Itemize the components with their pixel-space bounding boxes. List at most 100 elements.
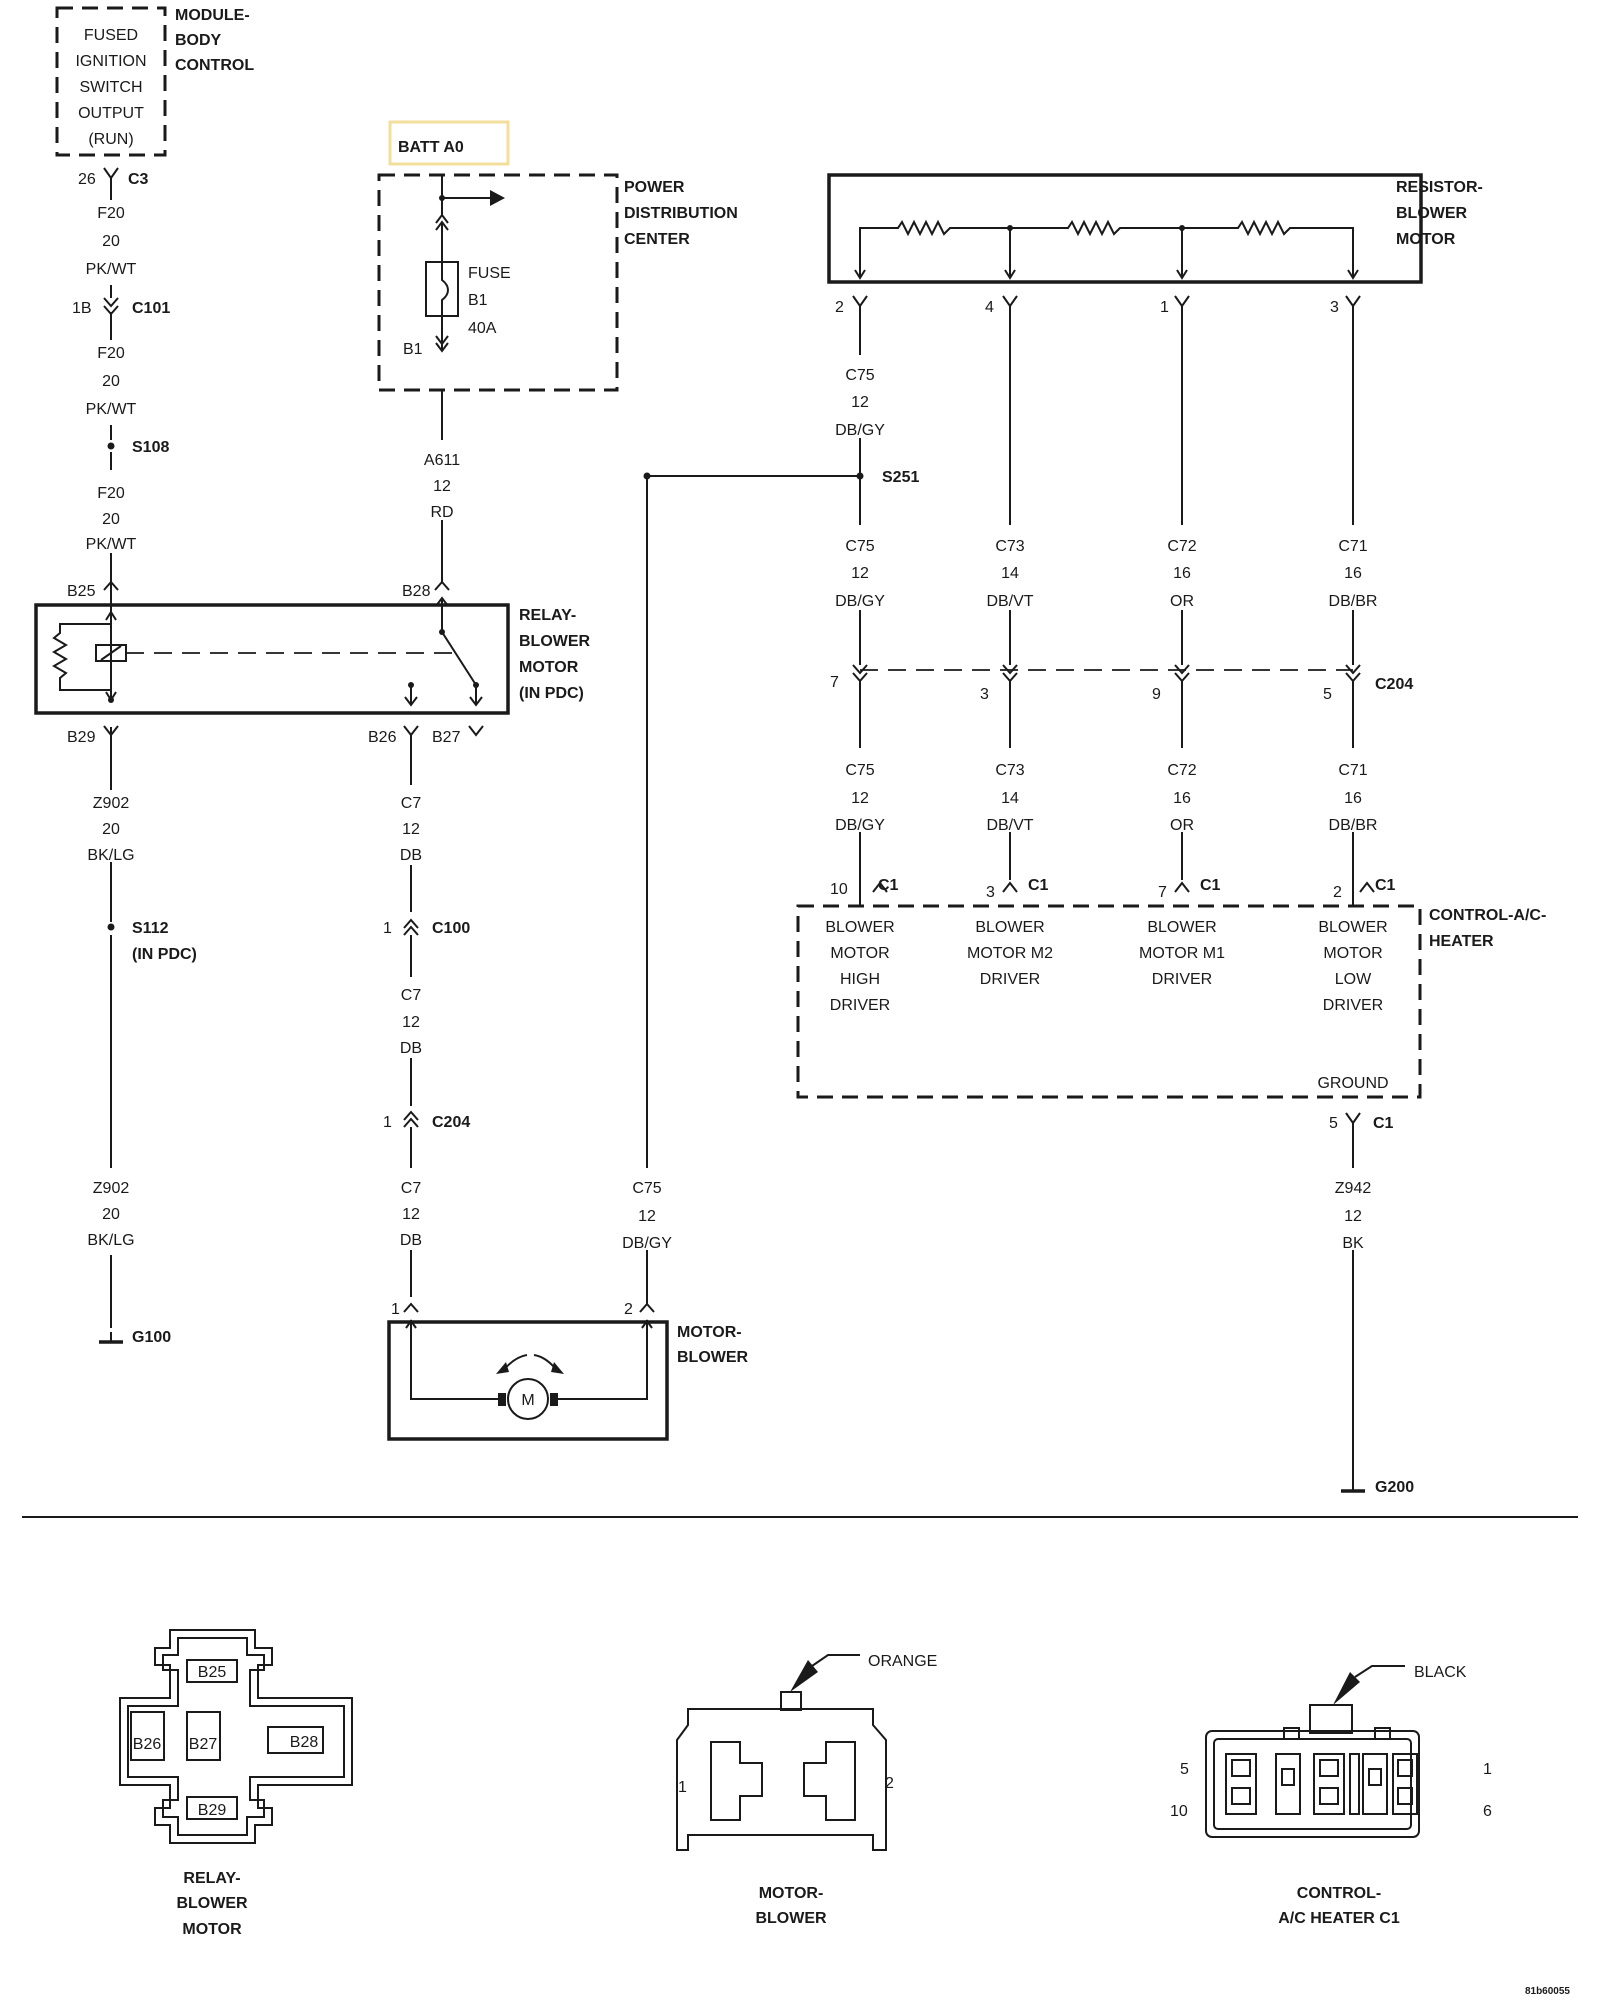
c1-label-3: C1: [1200, 877, 1221, 894]
control-caption-line-1: CONTROL-: [1297, 1885, 1381, 1902]
wire-c7-gauge: 12: [402, 821, 420, 838]
wire-c7-circuit: C7: [401, 795, 422, 812]
wire-c7-color: DB: [400, 1040, 422, 1057]
driver-high-line-1: BLOWER: [825, 919, 894, 936]
wire-c72-circuit: C72: [1167, 762, 1196, 779]
motor-name-line-1: MOTOR-: [677, 1324, 742, 1341]
module-name-line-3: CONTROL: [175, 57, 254, 74]
driver-m2-line-2: MOTOR M2: [967, 945, 1053, 962]
c204-left-pin-symbol: [403, 1110, 419, 1128]
c100-pin-symbol: [403, 918, 419, 936]
relay-resistor-symbol: [52, 623, 111, 691]
wire-labels-above-c204: C75 12 DB/GY C73 14 DB/VT C72 16 OR C71 …: [835, 538, 1377, 610]
orange-pointer-icon: [790, 1660, 818, 1692]
motor-caption-line-1: MOTOR-: [759, 1885, 824, 1902]
splice-s251: S251: [856, 469, 919, 486]
relay-blower-motor: B25 B28 RELAY- BLOWER MOTOR (IN PDC) B29…: [34, 580, 591, 746]
wire-c75-gauge: 12: [851, 790, 869, 807]
c1-pin-10: 10: [830, 881, 848, 898]
s108-dot: [107, 442, 115, 450]
control-ground-label: GROUND: [1317, 1075, 1388, 1092]
wire-z902-circuit: Z902: [93, 1180, 130, 1197]
motor-terminal-1: [710, 1741, 763, 1821]
wire-c75-color: DB/GY: [835, 593, 885, 610]
resistor-pin-2: 2: [835, 299, 844, 316]
relay-pin-b25-symbol: [103, 580, 119, 591]
wire-c7-color: DB: [400, 847, 422, 864]
connector-face-motor: ORANGE 1 2 MOTOR- BLOWER: [676, 1653, 937, 1927]
control-connector-pin-5: 5: [1180, 1761, 1189, 1778]
wire-f20-gauge: 20: [102, 373, 120, 390]
motor-pin-1-label: 1: [391, 1301, 400, 1318]
c100-connector-label: C100: [432, 920, 470, 937]
pdc-name-line-2: DISTRIBUTION: [624, 205, 738, 222]
wire-labels-below-c204: C75 12 DB/GY C73 14 DB/VT C72 16 OR C71 …: [835, 681, 1377, 880]
wire-c75-color: DB/GY: [835, 422, 885, 439]
connector-c204-right: 7 3 9 5 C204: [830, 664, 1413, 703]
wire-c71-gauge: 16: [1344, 565, 1362, 582]
control-caption-line-2: A/C HEATER C1: [1278, 1910, 1400, 1927]
wire-c7-gauge: 12: [402, 1206, 420, 1223]
fuse-label-line-1: FUSE: [468, 265, 511, 282]
fuse-label-line-2: B1: [468, 292, 488, 309]
c1-ground-connector-label: C1: [1373, 1115, 1394, 1132]
connector-face-relay: B25 B26 B27 B28 B29 RELAY- BLOWER MOTOR: [119, 1629, 353, 1938]
c1-pin-3: 3: [986, 884, 995, 901]
wire-f20-color: PK/WT: [86, 261, 137, 278]
c101-pin-number: 1B: [72, 300, 92, 317]
module-box: [55, 6, 167, 157]
c204-pin-3: 3: [980, 686, 989, 703]
motor-pin-2-label: 2: [624, 1301, 633, 1318]
motor-pin-2-symbol: [639, 1302, 655, 1313]
pdc-cavity-label: B1: [403, 341, 423, 358]
wire-c72-gauge: 16: [1173, 565, 1191, 582]
connector-c101: 1B C101: [72, 297, 170, 317]
fuse-label-line-3: 40A: [468, 320, 497, 337]
control-connector-pin-6: 6: [1483, 1803, 1492, 1820]
relay-caption-line-2: BLOWER: [176, 1895, 248, 1912]
resistor-box: [827, 173, 1423, 284]
wire-f20-circuit: F20: [97, 485, 125, 502]
c101-connector-label: C101: [132, 300, 170, 317]
wire-c75-circuit: C75: [845, 367, 874, 384]
motor-caption-line-2: BLOWER: [755, 1910, 827, 1927]
wire-c75-gauge: 12: [851, 394, 869, 411]
wire-a611-gauge: 12: [433, 478, 451, 495]
resistor-pin-4: 4: [985, 299, 994, 316]
wire-c7-gauge: 12: [402, 1014, 420, 1031]
c1-ground-pin-symbol: [1345, 1112, 1361, 1125]
wire-a611-color: RD: [430, 504, 453, 521]
driver-low-line-3: LOW: [1335, 971, 1372, 988]
power-distribution-center: FUSE B1 40A B1 POWER DISTRIBUTION CENTER: [377, 173, 738, 392]
c1-label-4: C1: [1375, 877, 1396, 894]
control-connector-key: [1309, 1704, 1353, 1734]
resistor-pin-3: 3: [1330, 299, 1339, 316]
driver-m1-line-3: DRIVER: [1152, 971, 1212, 988]
relay-pin-b25-label: B25: [67, 583, 96, 600]
figure-id: 81b60055: [1525, 1986, 1570, 1997]
resistor-name-line-2: BLOWER: [1396, 205, 1468, 222]
wire-f20-label-3: F20 20 PK/WT: [86, 485, 137, 553]
wire-c75-circuit: C75: [845, 762, 874, 779]
wire-z942-circuit: Z942: [1335, 1180, 1372, 1197]
relay-cavity-b26: B26: [133, 1736, 162, 1753]
relay-pin-b29-label: B29: [67, 729, 96, 746]
module-body-control: FUSED IGNITION SWITCH OUTPUT (RUN) MODUL…: [55, 6, 254, 157]
wire-a611-circuit: A611: [424, 452, 460, 469]
resistor-name-line-1: RESISTOR-: [1396, 179, 1483, 196]
wire-c73-gauge: 14: [1001, 790, 1019, 807]
driver-low-line-1: BLOWER: [1318, 919, 1387, 936]
wire-f20-gauge: 20: [102, 511, 120, 528]
wire-c72-circuit: C72: [1167, 538, 1196, 555]
wire-f20-gauge: 20: [102, 233, 120, 250]
wire-c75-circuit: C75: [632, 1180, 661, 1197]
wire-c73-color: DB/VT: [986, 593, 1033, 610]
relay-pin-b26-label: B26: [368, 729, 397, 746]
motor-connector-key: [780, 1691, 802, 1711]
s108-label: S108: [132, 439, 169, 456]
motor-name-line-2: BLOWER: [677, 1349, 749, 1366]
wire-z902-gauge: 20: [102, 1206, 120, 1223]
driver-low-line-4: DRIVER: [1323, 997, 1383, 1014]
wire-z902-color: BK/LG: [87, 847, 134, 864]
relay-cavity-b25: B25: [198, 1664, 227, 1681]
